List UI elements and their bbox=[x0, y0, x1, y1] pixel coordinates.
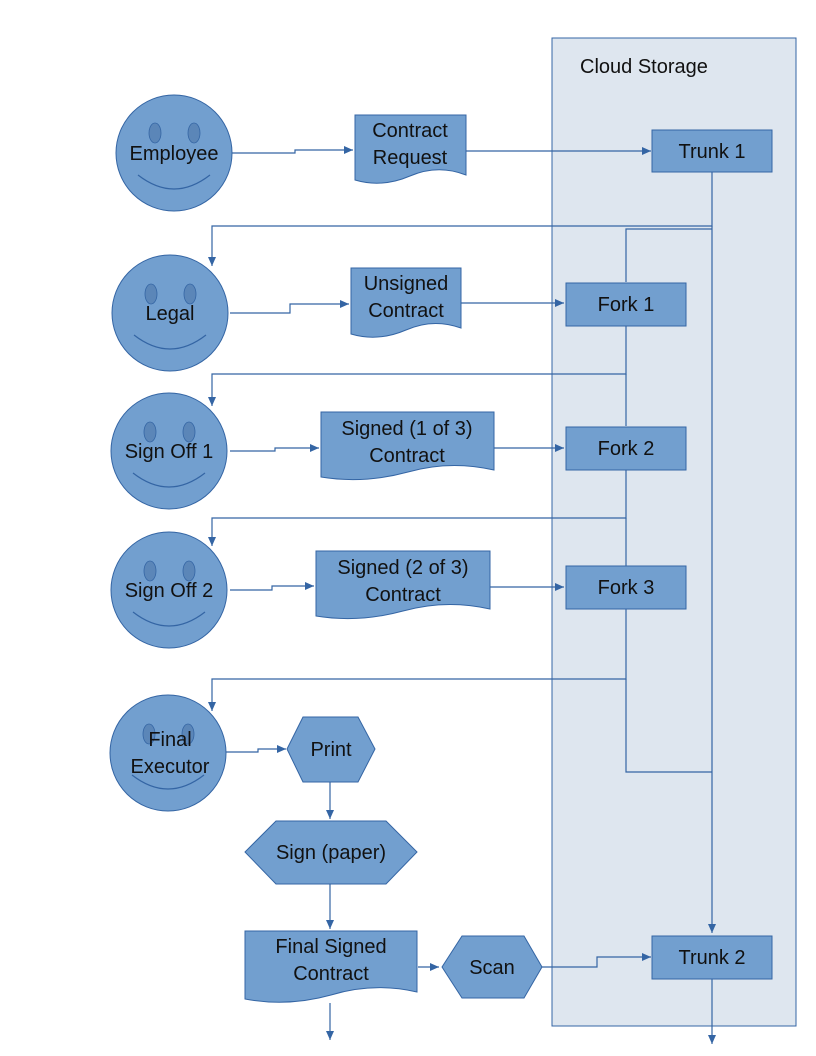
node-trunk-1-label: Trunk 1 bbox=[678, 141, 745, 163]
smile-icon bbox=[131, 774, 205, 790]
eye-icon bbox=[143, 560, 157, 582]
eye-icon bbox=[183, 283, 197, 305]
connector-signoff1-to-signed1 bbox=[230, 444, 319, 452]
node-fork-3: Fork 3 bbox=[565, 565, 687, 610]
doc-signed-2-line1: Signed (2 of 3) bbox=[337, 557, 468, 579]
doc-unsigned-line1: Unsigned bbox=[364, 273, 449, 295]
cloud-storage-area: Cloud Storage bbox=[551, 37, 797, 1027]
node-trunk-2-label: Trunk 2 bbox=[678, 947, 745, 969]
node-fork-2: Fork 2 bbox=[565, 426, 687, 471]
connector-signoff2-to-signed2 bbox=[230, 582, 314, 591]
doc-contract-request-line2: Request bbox=[373, 147, 448, 169]
connector-trunk1-to-legal bbox=[208, 172, 713, 266]
eye-icon bbox=[148, 122, 162, 144]
node-fork-1: Fork 1 bbox=[565, 282, 687, 327]
doc-signed-1-of-3: Signed (1 of 3) Contract bbox=[320, 411, 495, 481]
step-scan: Scan bbox=[441, 935, 543, 999]
node-fork-2-label: Fork 2 bbox=[598, 438, 655, 460]
actor-sign-off-2: Sign Off 2 bbox=[110, 531, 228, 649]
connector-executor-to-print bbox=[226, 745, 286, 753]
cloud-storage-title: Cloud Storage bbox=[580, 56, 708, 78]
actor-final-executor: Final Executor bbox=[109, 694, 227, 812]
actor-sign-off-1-label: Sign Off 1 bbox=[125, 441, 214, 463]
smile-icon bbox=[132, 472, 206, 488]
node-fork-1-label: Fork 1 bbox=[598, 294, 655, 316]
step-print: Print bbox=[286, 716, 376, 783]
node-trunk-1: Trunk 1 bbox=[651, 129, 773, 173]
doc-unsigned-contract: Unsigned Contract bbox=[350, 267, 462, 338]
node-fork-3-label: Fork 3 bbox=[598, 577, 655, 599]
step-scan-label: Scan bbox=[469, 957, 515, 979]
cloud-storage-box bbox=[551, 37, 797, 1027]
smile-icon bbox=[132, 611, 206, 627]
eye-icon bbox=[182, 421, 196, 443]
eye-icon bbox=[144, 283, 158, 305]
doc-signed-2-of-3: Signed (2 of 3) Contract bbox=[315, 550, 491, 620]
actor-final-executor-label-line1: Final bbox=[148, 729, 191, 751]
connector-employee-to-request bbox=[232, 146, 353, 154]
doc-contract-request: Contract Request bbox=[354, 114, 467, 184]
connector-fork3-to-trunk bbox=[625, 679, 712, 773]
eye-icon bbox=[187, 122, 201, 144]
connector-fork2-to-signoff2 bbox=[208, 470, 627, 546]
node-trunk-2: Trunk 2 bbox=[651, 935, 773, 980]
doc-final-signed-contract: Final Signed Contract bbox=[244, 930, 418, 1003]
actor-legal-label: Legal bbox=[146, 303, 195, 325]
step-print-label: Print bbox=[310, 739, 352, 761]
doc-final-signed-line1: Final Signed bbox=[275, 936, 386, 958]
smile-icon bbox=[137, 174, 211, 190]
connector-fork3-to-final-executor bbox=[208, 609, 627, 711]
step-sign-paper: Sign (paper) bbox=[244, 820, 418, 885]
connector-scan-to-trunk2 bbox=[542, 953, 651, 968]
actor-employee-label: Employee bbox=[130, 143, 219, 165]
actor-sign-off-2-label: Sign Off 2 bbox=[125, 580, 214, 602]
connectors bbox=[208, 146, 716, 1044]
eye-icon bbox=[143, 421, 157, 443]
doc-final-signed-line2: Contract bbox=[293, 963, 369, 985]
connector-legal-to-unsigned bbox=[230, 300, 349, 314]
eye-icon bbox=[182, 560, 196, 582]
smile-icon bbox=[133, 334, 207, 350]
actor-sign-off-1: Sign Off 1 bbox=[110, 392, 228, 510]
actor-final-executor-label-line2: Executor bbox=[131, 756, 210, 778]
step-sign-paper-label: Sign (paper) bbox=[276, 842, 386, 864]
connector-trunk-branch-fork1 bbox=[625, 228, 712, 282]
eye-icon bbox=[142, 723, 156, 745]
doc-signed-2-line2: Contract bbox=[365, 584, 441, 606]
actor-employee: Employee bbox=[115, 94, 233, 212]
connector-fork1-to-signoff1 bbox=[208, 326, 627, 406]
doc-signed-1-line2: Contract bbox=[369, 445, 445, 467]
doc-unsigned-line2: Contract bbox=[368, 300, 444, 322]
doc-contract-request-line1: Contract bbox=[372, 120, 448, 142]
actor-legal: Legal bbox=[111, 254, 229, 372]
doc-signed-1-line1: Signed (1 of 3) bbox=[341, 418, 472, 440]
eye-icon bbox=[181, 723, 195, 745]
